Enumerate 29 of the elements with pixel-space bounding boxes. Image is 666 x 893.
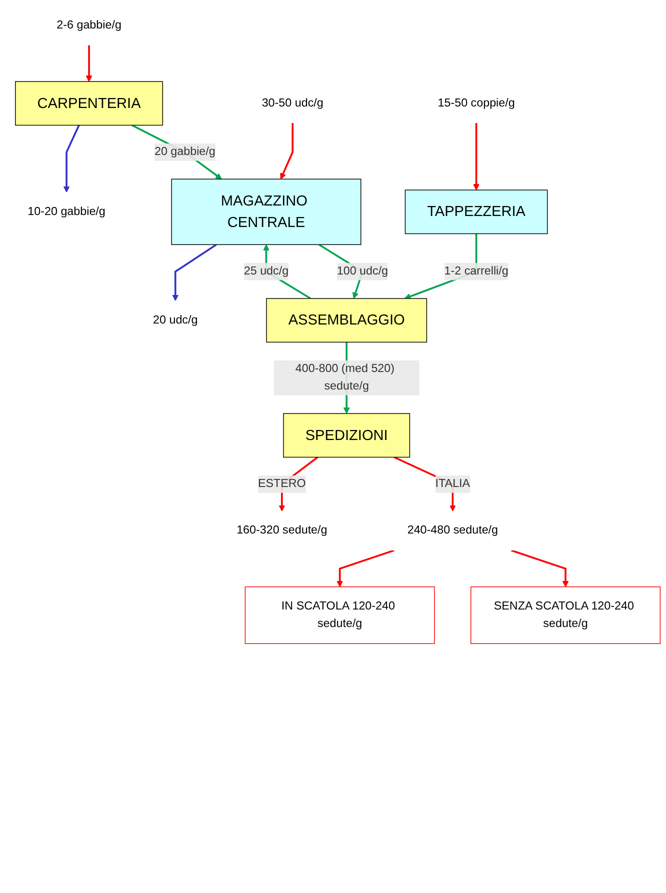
node-box: MAGAZZINO CENTRALE [171, 178, 362, 245]
node-text: 10-20 gabbie/g [28, 205, 106, 218]
node-text: 20 udc/g [153, 314, 198, 326]
arrow [280, 123, 294, 180]
node-text: 2-6 gabbie/g [56, 18, 122, 32]
arrow [510, 550, 569, 588]
arrow [172, 244, 217, 301]
node-text: 240-480 sedute/g [407, 524, 498, 537]
edge-label: ESTERO [258, 478, 306, 490]
arrow [63, 124, 80, 192]
edge-label: 100 udc/g [336, 265, 388, 278]
node-box: CARPENTERIA [15, 81, 164, 126]
node-box: SPEDIZIONI [283, 413, 410, 458]
arrow [132, 124, 222, 180]
edge-label: 20 gabbie/g [154, 146, 216, 158]
arrow [336, 550, 394, 588]
node-box: ASSEMBLAGGIO [266, 298, 428, 343]
edge-label: 400-800 (med 520) sedute/g [295, 362, 395, 392]
edge-label: ITALIA [435, 478, 470, 490]
node-text: 160-320 sedute/g [236, 524, 328, 537]
edge-label: 25 udc/g [244, 265, 289, 278]
arrow [473, 123, 480, 190]
node-box: SENZA SCATOLA 120-240 sedute/g [470, 586, 661, 644]
edge-label: 1-2 carrelli/g [444, 265, 508, 278]
node-box: TAPPEZZERIA [404, 190, 548, 234]
node-text: 30-50 udc/g [262, 96, 324, 110]
node-box: IN SCATOLA 120-240 sedute/g [244, 586, 435, 644]
node-text: 15-50 coppie/g [438, 96, 515, 110]
arrow [86, 45, 92, 82]
